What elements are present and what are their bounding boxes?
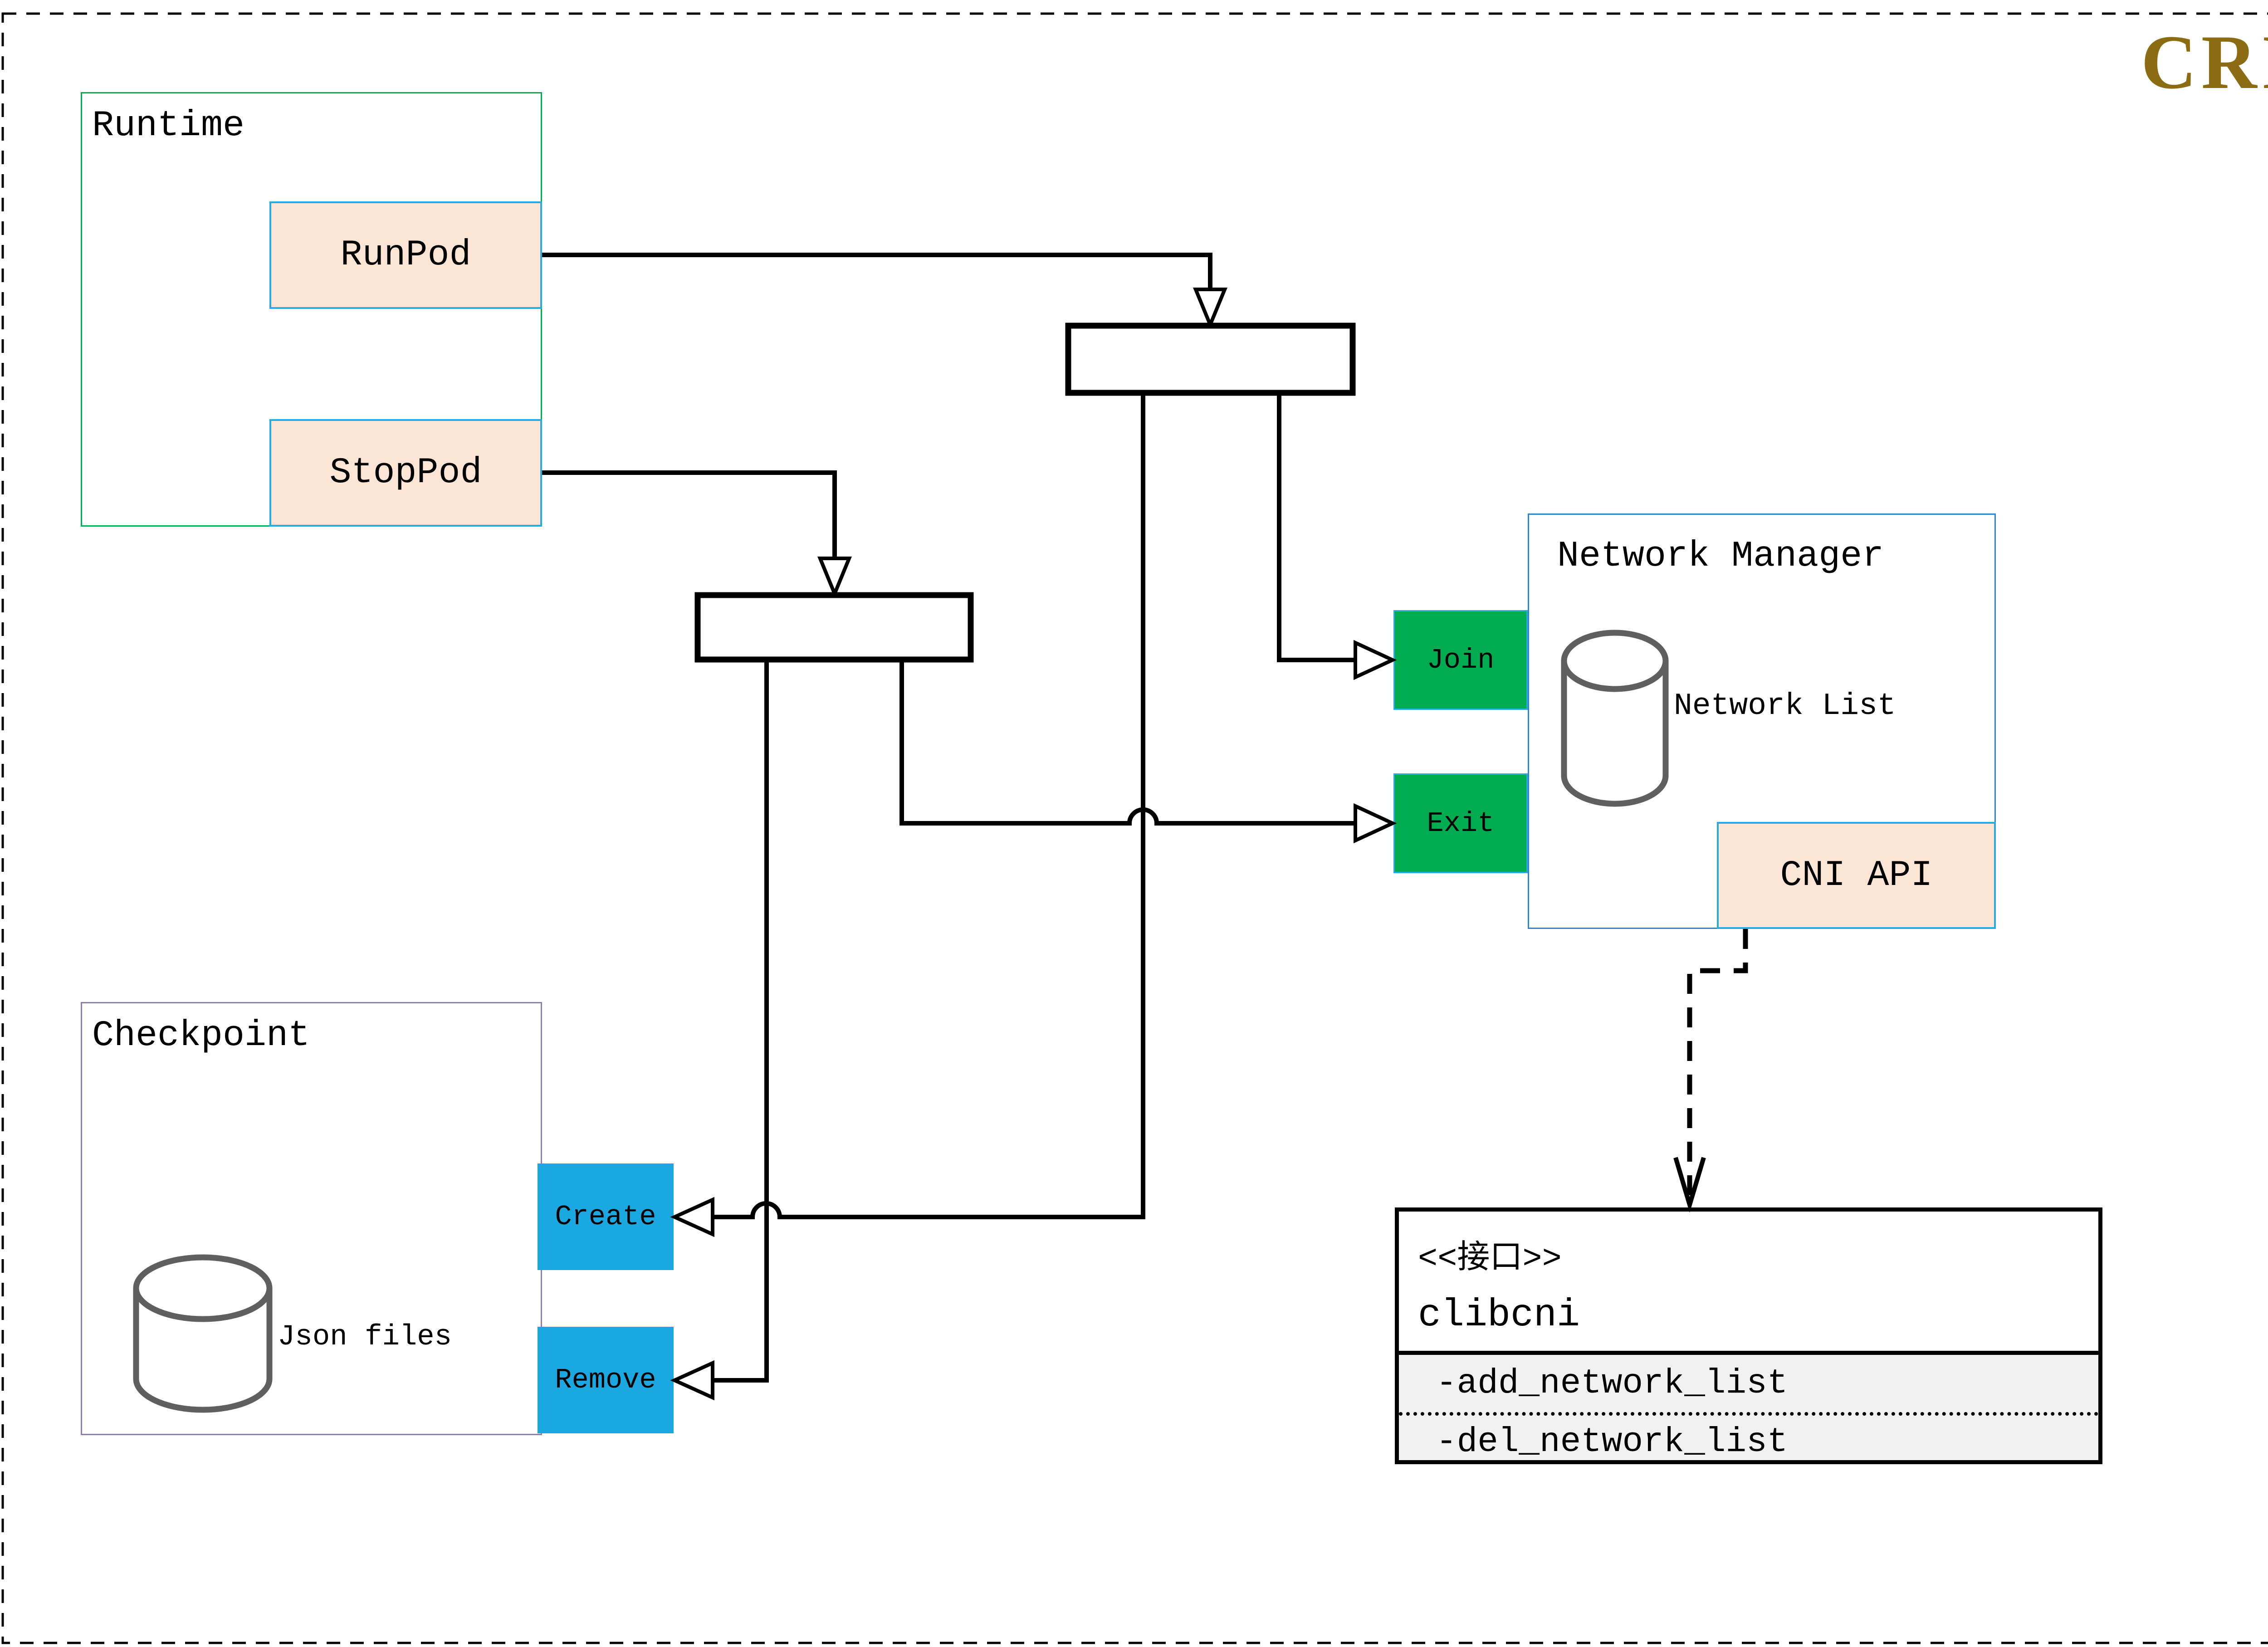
runpod-label: RunPod xyxy=(340,235,471,276)
create-wire xyxy=(714,393,1145,1219)
remove-wire xyxy=(714,660,769,1383)
exit-wire xyxy=(899,660,1356,826)
runpod-node: RunPod xyxy=(269,201,542,309)
json-files-label: Json files xyxy=(278,1321,452,1354)
runpod-wire xyxy=(542,253,1212,293)
join-node: Join xyxy=(1393,610,1528,710)
stoppod-wire xyxy=(542,470,837,562)
checkpoint-box: Checkpoint xyxy=(81,1002,542,1435)
clibcni-method-divider xyxy=(1399,1412,2098,1416)
join-arrowhead-icon xyxy=(1354,640,1397,680)
network-list-label: Network List xyxy=(1674,688,1896,723)
remove-node: Remove xyxy=(538,1327,674,1433)
join-label: Join xyxy=(1427,644,1495,676)
stoppod-node: StopPod xyxy=(269,419,542,527)
clibcni-name: clibcni xyxy=(1418,1293,1580,1337)
checkpoint-title: Checkpoint xyxy=(92,1015,310,1056)
stoppod-arrowhead-icon xyxy=(817,557,852,599)
runpod-junction-bar xyxy=(1065,323,1356,396)
cni-api-node: CNI API xyxy=(1717,822,1996,929)
join-wire xyxy=(1277,393,1356,662)
exit-arrowhead-icon xyxy=(1354,803,1397,844)
runpod-arrowhead-icon xyxy=(1193,288,1227,330)
cni-api-label: CNI API xyxy=(1780,855,1933,896)
clibcni-methods-section: -add_network_list -del_network_list xyxy=(1399,1351,2098,1461)
exit-label: Exit xyxy=(1427,807,1495,840)
runtime-title: Runtime xyxy=(92,105,245,147)
cni-dependency-dashed-wire xyxy=(1687,929,1748,1201)
network-manager-title: Network Manager xyxy=(1557,536,1884,577)
create-arrowhead-icon xyxy=(670,1197,714,1237)
stoppod-junction-bar xyxy=(694,592,974,663)
cri-label: CRI xyxy=(2141,20,2268,105)
stoppod-label: StopPod xyxy=(329,452,482,494)
clibcni-stereotype: <<接口>> xyxy=(1418,1241,1562,1278)
clibcni-header: <<接口>> clibcni xyxy=(1399,1212,2098,1351)
exit-node: Exit xyxy=(1393,773,1528,873)
create-node: Create xyxy=(538,1163,674,1270)
clibcni-method-del: -del_network_list xyxy=(1436,1422,1788,1461)
cni-dependency-arrowhead-icon xyxy=(1673,1157,1706,1213)
clibcni-method-add: -add_network_list xyxy=(1436,1364,1788,1403)
clibcni-box: <<接口>> clibcni -add_network_list -del_ne… xyxy=(1395,1207,2102,1464)
remove-arrowhead-icon xyxy=(670,1360,714,1401)
create-label: Create xyxy=(555,1201,656,1233)
remove-label: Remove xyxy=(555,1364,656,1396)
